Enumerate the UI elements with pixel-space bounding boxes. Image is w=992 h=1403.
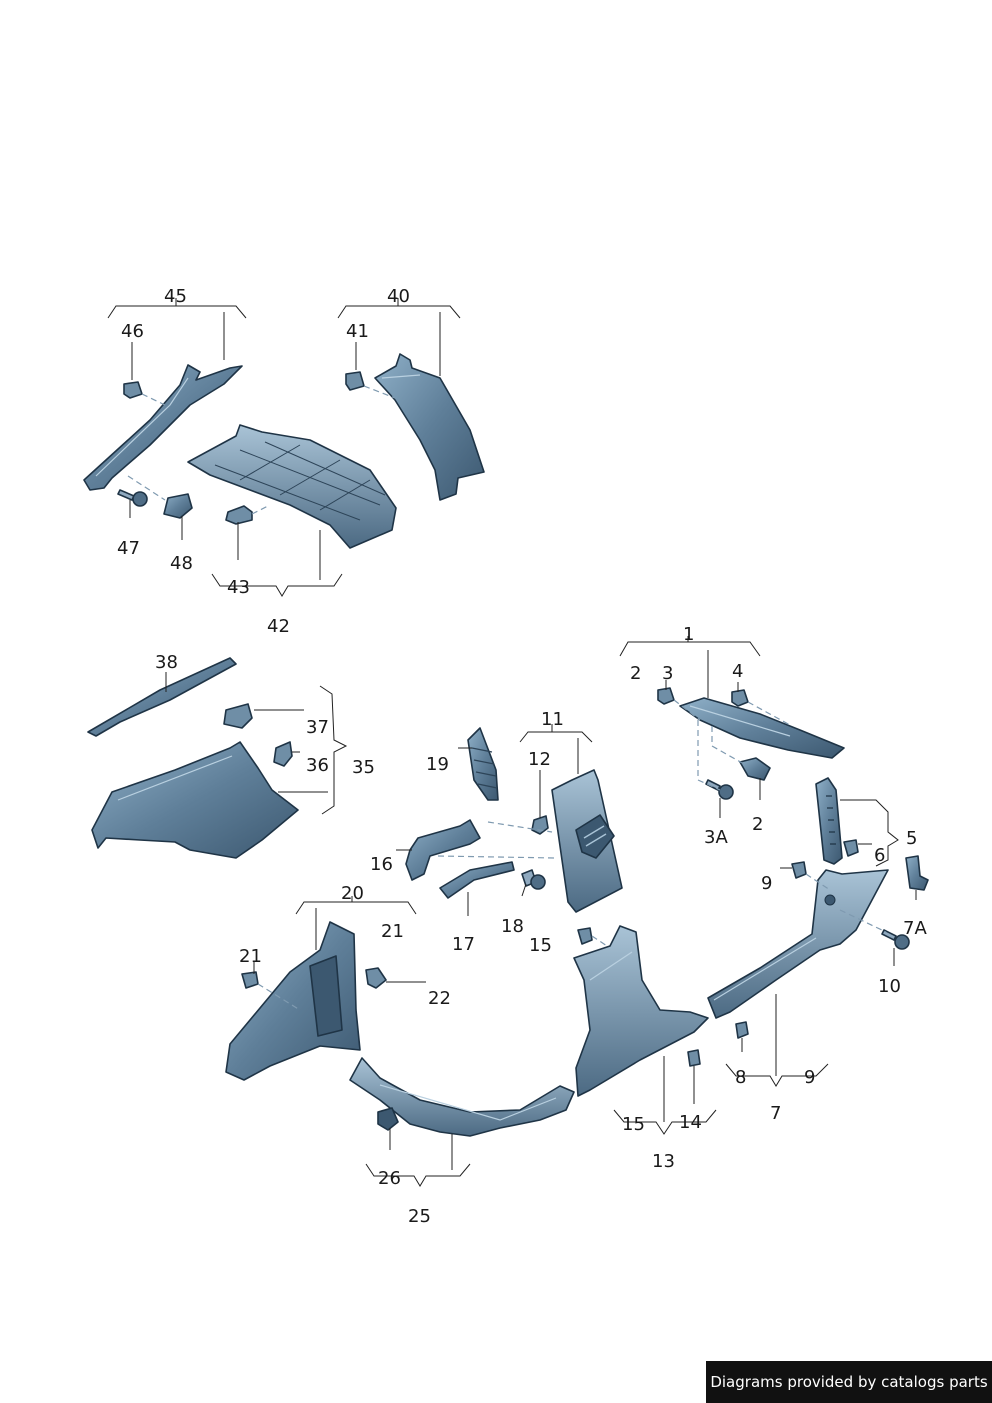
callout-2-bottom: 2 bbox=[752, 814, 763, 835]
a-pillar-trim-left bbox=[83, 364, 243, 491]
clip-15-center bbox=[577, 927, 593, 945]
callout-36: 36 bbox=[306, 755, 329, 776]
callout-40: 40 bbox=[387, 286, 410, 307]
callout-10: 10 bbox=[878, 976, 901, 997]
callout-20: 20 bbox=[341, 883, 364, 904]
trim-strip-38 bbox=[87, 657, 237, 737]
callout-9-top: 9 bbox=[761, 873, 772, 894]
callout-15-center: 15 bbox=[529, 935, 552, 956]
callout-6: 6 bbox=[874, 845, 885, 866]
grab-handle-16 bbox=[405, 819, 481, 881]
b-pillar-strip-5 bbox=[815, 777, 843, 865]
callout-7a: 7A bbox=[903, 918, 927, 939]
cover-2 bbox=[739, 757, 771, 781]
clip-8 bbox=[735, 1021, 749, 1039]
callout-41: 41 bbox=[346, 321, 369, 342]
callout-47: 47 bbox=[117, 538, 140, 559]
b-pillar-lower-trim-13 bbox=[573, 925, 709, 1097]
callout-45: 45 bbox=[164, 286, 187, 307]
a-pillar-trim-right bbox=[374, 353, 485, 501]
clip-6 bbox=[843, 839, 859, 857]
callout-11: 11 bbox=[541, 709, 564, 730]
bolt-18 bbox=[521, 869, 546, 890]
clip-4 bbox=[731, 689, 749, 707]
callout-13: 13 bbox=[652, 1151, 675, 1172]
clip-12 bbox=[531, 815, 549, 835]
clip-26 bbox=[377, 1107, 399, 1131]
callout-3a: 3A bbox=[704, 827, 728, 848]
b-pillar-upper-11 bbox=[551, 769, 623, 913]
leader-lines bbox=[107, 298, 917, 1187]
cover-48 bbox=[163, 493, 193, 519]
callout-18: 18 bbox=[501, 916, 524, 937]
callout-35: 35 bbox=[352, 757, 375, 778]
clip-7a bbox=[905, 855, 929, 891]
clip-9-upper bbox=[791, 861, 807, 879]
c-pillar-trim-35 bbox=[91, 741, 299, 859]
callout-17: 17 bbox=[452, 934, 475, 955]
a-pillar-lower-trim-1 bbox=[679, 697, 845, 759]
clip-21 bbox=[241, 971, 259, 989]
callout-1: 1 bbox=[683, 624, 694, 645]
callout-7: 7 bbox=[770, 1103, 781, 1124]
clip-14 bbox=[687, 1049, 701, 1067]
callout-26: 26 bbox=[378, 1168, 401, 1189]
callout-38: 38 bbox=[155, 652, 178, 673]
callout-25: 25 bbox=[408, 1206, 431, 1227]
callout-9-bottom: 9 bbox=[804, 1067, 815, 1088]
roof-console-panel bbox=[187, 424, 397, 549]
cover-17 bbox=[439, 861, 515, 899]
rear-sill-trim-25 bbox=[349, 1057, 575, 1137]
callout-46: 46 bbox=[121, 321, 144, 342]
callout-21-right: 21 bbox=[381, 921, 404, 942]
callout-22: 22 bbox=[428, 988, 451, 1009]
clip-36 bbox=[273, 741, 293, 767]
callout-3: 3 bbox=[662, 663, 673, 684]
screw-10 bbox=[881, 929, 910, 950]
clip-22 bbox=[365, 967, 387, 989]
sill-trim-7 bbox=[707, 869, 889, 1019]
footer-credit-text: Diagrams provided by catalogs parts bbox=[710, 1373, 988, 1391]
callout-37: 37 bbox=[306, 717, 329, 738]
callout-21-left: 21 bbox=[239, 946, 262, 967]
callout-48: 48 bbox=[170, 553, 193, 574]
callout-12: 12 bbox=[528, 749, 551, 770]
clip-37 bbox=[223, 703, 253, 729]
callout-19: 19 bbox=[426, 754, 449, 775]
c-pillar-lower-trim-20 bbox=[225, 921, 361, 1081]
callout-15-bottom: 15 bbox=[622, 1114, 645, 1135]
callout-43: 43 bbox=[227, 577, 250, 598]
callout-14: 14 bbox=[679, 1112, 702, 1133]
clip-46 bbox=[123, 381, 143, 399]
screw-3a bbox=[705, 779, 734, 800]
clip-41 bbox=[345, 371, 365, 391]
clip-43 bbox=[225, 505, 253, 525]
screw-47 bbox=[117, 489, 148, 507]
callout-8: 8 bbox=[735, 1067, 746, 1088]
grille-19 bbox=[467, 727, 499, 801]
footer-credit: Diagrams provided by catalogs parts bbox=[706, 1361, 992, 1403]
callout-5: 5 bbox=[906, 828, 917, 849]
callout-42: 42 bbox=[267, 616, 290, 637]
clip-3 bbox=[657, 687, 675, 705]
callout-4: 4 bbox=[732, 661, 743, 682]
callout-2-top: 2 bbox=[630, 663, 641, 684]
callout-labels: 45 46 47 48 40 41 43 42 38 37 36 35 1 2 … bbox=[117, 286, 927, 1227]
callout-16: 16 bbox=[370, 854, 393, 875]
